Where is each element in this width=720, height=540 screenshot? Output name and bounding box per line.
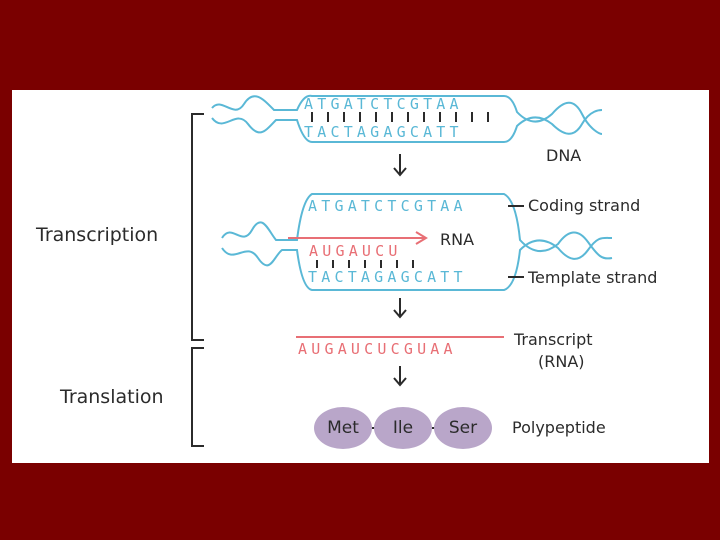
dna-base-pairs (311, 112, 489, 122)
transcription-label: Transcription (36, 224, 159, 246)
down-arrow-icon (393, 154, 407, 177)
transcript-rna-label: (RNA) (538, 352, 585, 371)
dna-bottom-sequence: TACTAGAGCATT (304, 123, 463, 141)
coding-strand-sequence: ATGATCTCGTAA (308, 197, 467, 215)
dna-label: DNA (546, 146, 582, 165)
transcription-bubble (221, 193, 613, 291)
translation-bracket (191, 347, 204, 447)
right-arrow-icon (415, 231, 428, 245)
transcription-bracket (191, 113, 204, 341)
coding-strand-label: Coding strand (528, 196, 641, 215)
diagram-panel: Transcription Translation ATGATCTCGTAA T… (12, 90, 709, 463)
rna-template-pairs (316, 260, 414, 268)
dna-helix (211, 94, 603, 143)
template-strand-sequence: TACTAGAGCATT (308, 268, 467, 286)
rna-label: RNA (440, 230, 475, 249)
down-arrow-icon (393, 366, 407, 387)
template-strand-label: Template strand (528, 268, 658, 287)
amino-acid-met: Met (314, 407, 372, 449)
amino-acid-ile: Ile (374, 407, 432, 449)
polypeptide-label: Polypeptide (512, 418, 606, 437)
translation-label: Translation (60, 386, 164, 408)
transcript-sequence: AUGAUCUCGUAA (298, 340, 457, 358)
transcript-label: Transcript (514, 330, 593, 349)
dna-top-sequence: ATGATCTCGTAA (304, 95, 463, 113)
amino-acid-ser: Ser (434, 407, 492, 449)
down-arrow-icon (393, 298, 407, 319)
rna-partial-sequence: AUGAUCU (309, 242, 402, 260)
